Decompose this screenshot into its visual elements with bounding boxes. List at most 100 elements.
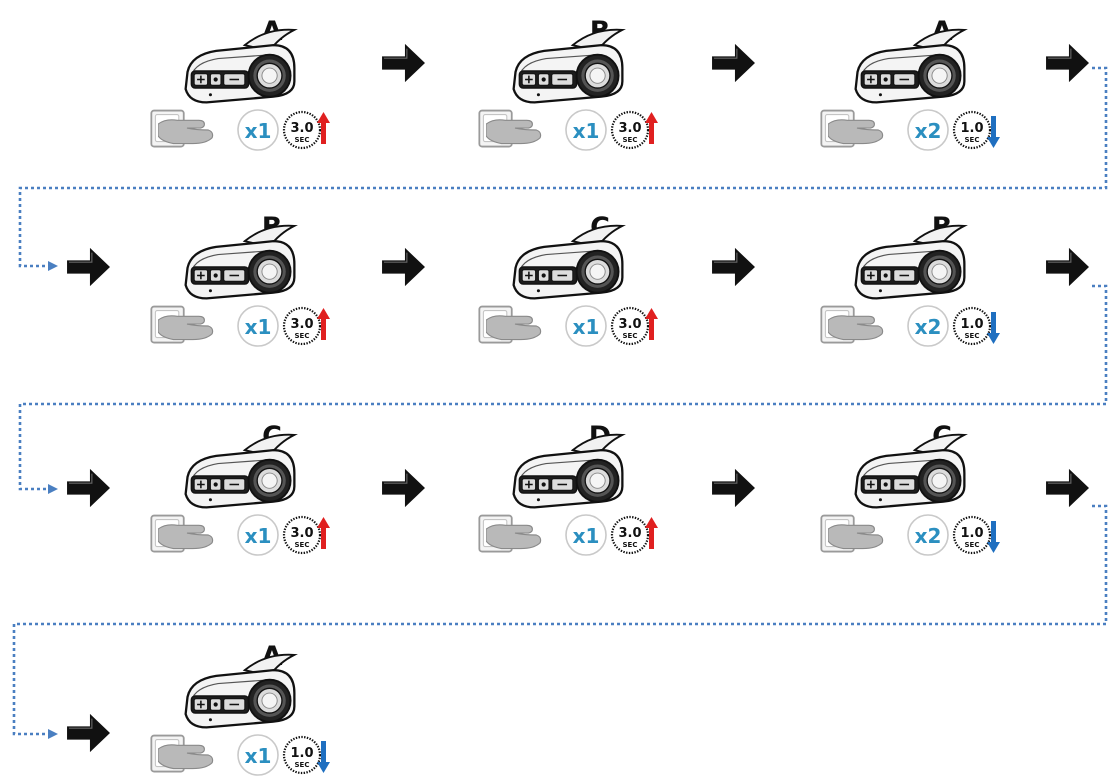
timer-dial-icon [610, 306, 650, 346]
finger-press-icon [158, 524, 214, 550]
finger-press-icon [486, 119, 542, 145]
headset-device-icon [512, 28, 624, 104]
headset-device-icon [184, 224, 296, 300]
headset-device-icon [184, 433, 296, 509]
dotted-connector-line [12, 504, 1108, 736]
headset-device-icon [184, 28, 296, 104]
timer-dial-icon [282, 306, 322, 346]
hold-arrow-down-icon [987, 521, 1000, 553]
flow-arrow-icon [1045, 468, 1090, 508]
press-count: x1 [245, 744, 272, 768]
finger-press-icon [158, 744, 214, 770]
hold-arrow-up-icon [645, 112, 658, 144]
steps: Ax13.0SECBx13.0SECAx21.0SECBx13.0SECCx13… [150, 16, 1000, 776]
timer-dial-icon [610, 515, 650, 555]
flow-arrow-icon [381, 468, 426, 508]
finger-press-icon [828, 119, 884, 145]
hold-arrow-up-icon [645, 517, 658, 549]
press-count-badge [565, 514, 607, 556]
time-unit: SEC [295, 332, 310, 340]
press-count: x1 [245, 119, 272, 143]
time-unit: SEC [623, 541, 638, 549]
hold-arrow-up-icon [317, 308, 330, 340]
headset-device-icon [854, 28, 966, 104]
press-count-badge [565, 305, 607, 347]
press-count-badge [237, 109, 279, 151]
press-count: x2 [915, 524, 942, 548]
hold-time: 3.0 [290, 121, 313, 136]
hold-arrow-up-icon [317, 517, 330, 549]
time-unit: SEC [623, 332, 638, 340]
flow-arrow-icon [66, 247, 111, 287]
connector-arrowhead-icon [48, 261, 58, 271]
flow-connectors [12, 66, 1108, 739]
flow-arrows [66, 43, 1090, 753]
press-count-badge [237, 734, 279, 776]
time-unit: SEC [623, 136, 638, 144]
hold-time: 3.0 [618, 317, 641, 332]
time-unit: SEC [295, 761, 310, 769]
flow-arrow-icon [1045, 43, 1090, 83]
flow-arrow-icon [381, 247, 426, 287]
flow-arrow-icon [381, 43, 426, 83]
hold-arrow-up-icon [645, 308, 658, 340]
hold-time: 1.0 [960, 526, 983, 541]
finger-press-icon [158, 119, 214, 145]
timer-dial-icon [282, 735, 322, 775]
connector-arrowhead-icon [48, 484, 58, 494]
headset-device-icon [854, 433, 966, 509]
connector-arrowhead-icon [48, 729, 58, 739]
flow-arrow-icon [1045, 247, 1090, 287]
press-count: x2 [915, 119, 942, 143]
headset-device-icon [184, 653, 296, 729]
finger-press-icon [486, 524, 542, 550]
press-count-badge [907, 514, 949, 556]
flow-arrow-icon [711, 43, 756, 83]
press-count: x1 [573, 315, 600, 339]
press-count-badge [907, 109, 949, 151]
headset-device-icon [854, 224, 966, 300]
press-count: x2 [915, 315, 942, 339]
timer-dial-icon [282, 515, 322, 555]
time-unit: SEC [295, 541, 310, 549]
time-unit: SEC [295, 136, 310, 144]
hold-arrow-up-icon [317, 112, 330, 144]
flow-arrow-icon [66, 468, 111, 508]
hold-time: 1.0 [960, 317, 983, 332]
timer-dial-icon [952, 306, 992, 346]
press-count-badge [237, 305, 279, 347]
hold-time: 3.0 [290, 317, 313, 332]
press-count: x1 [573, 119, 600, 143]
headset-device-icon [512, 433, 624, 509]
time-unit: SEC [965, 332, 980, 340]
timer-dial-icon [952, 110, 992, 150]
timer-dial-icon [952, 515, 992, 555]
press-count-badge [565, 109, 607, 151]
hold-time: 3.0 [618, 526, 641, 541]
hold-time: 1.0 [960, 121, 983, 136]
timer-dial-icon [610, 110, 650, 150]
finger-press-icon [486, 315, 542, 341]
hold-arrow-down-icon [987, 116, 1000, 148]
time-unit: SEC [965, 136, 980, 144]
hold-arrow-down-icon [317, 741, 330, 773]
flow-arrow-icon [711, 247, 756, 287]
press-count: x1 [245, 524, 272, 548]
headset-device-icon [512, 224, 624, 300]
flow-arrow-icon [711, 468, 756, 508]
dotted-connector-line [18, 66, 1108, 268]
flow-arrow-icon [66, 713, 111, 753]
press-count-badge [907, 305, 949, 347]
finger-press-icon [828, 315, 884, 341]
hold-time: 3.0 [618, 121, 641, 136]
press-count: x1 [245, 315, 272, 339]
